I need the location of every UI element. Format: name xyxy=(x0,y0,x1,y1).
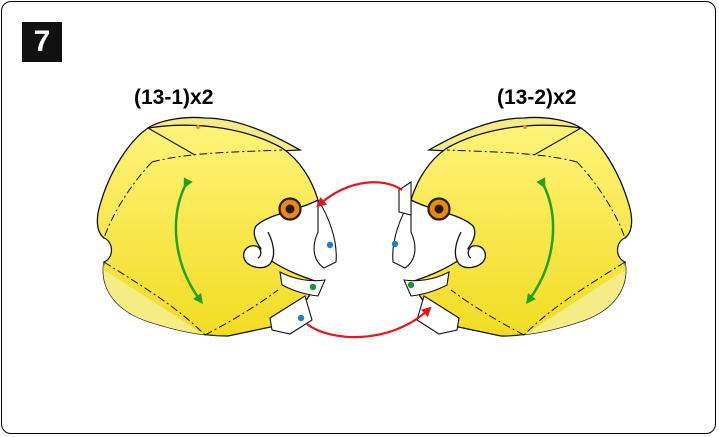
left-blue-dot-cheek xyxy=(326,241,334,249)
part-label-left: (13-1)x2 xyxy=(134,86,214,109)
left-blue-dot-tab xyxy=(297,314,305,322)
left-fish-head-piece xyxy=(96,116,337,337)
right-green-dot xyxy=(407,281,415,289)
left-fold-arrow xyxy=(174,177,203,305)
right-orange-dot xyxy=(523,125,527,129)
part-label-right: (13-2)x2 xyxy=(497,86,577,109)
swap-arrow-bottom xyxy=(306,306,432,339)
right-blue-dot-cheek xyxy=(391,240,399,248)
swap-arrow-top xyxy=(316,181,403,208)
left-green-dot xyxy=(309,283,317,291)
right-fish-head-piece xyxy=(391,116,633,337)
left-orange-dot xyxy=(196,125,200,129)
step-number-badge: 7 xyxy=(22,22,62,62)
right-fold-arrow xyxy=(526,177,555,305)
